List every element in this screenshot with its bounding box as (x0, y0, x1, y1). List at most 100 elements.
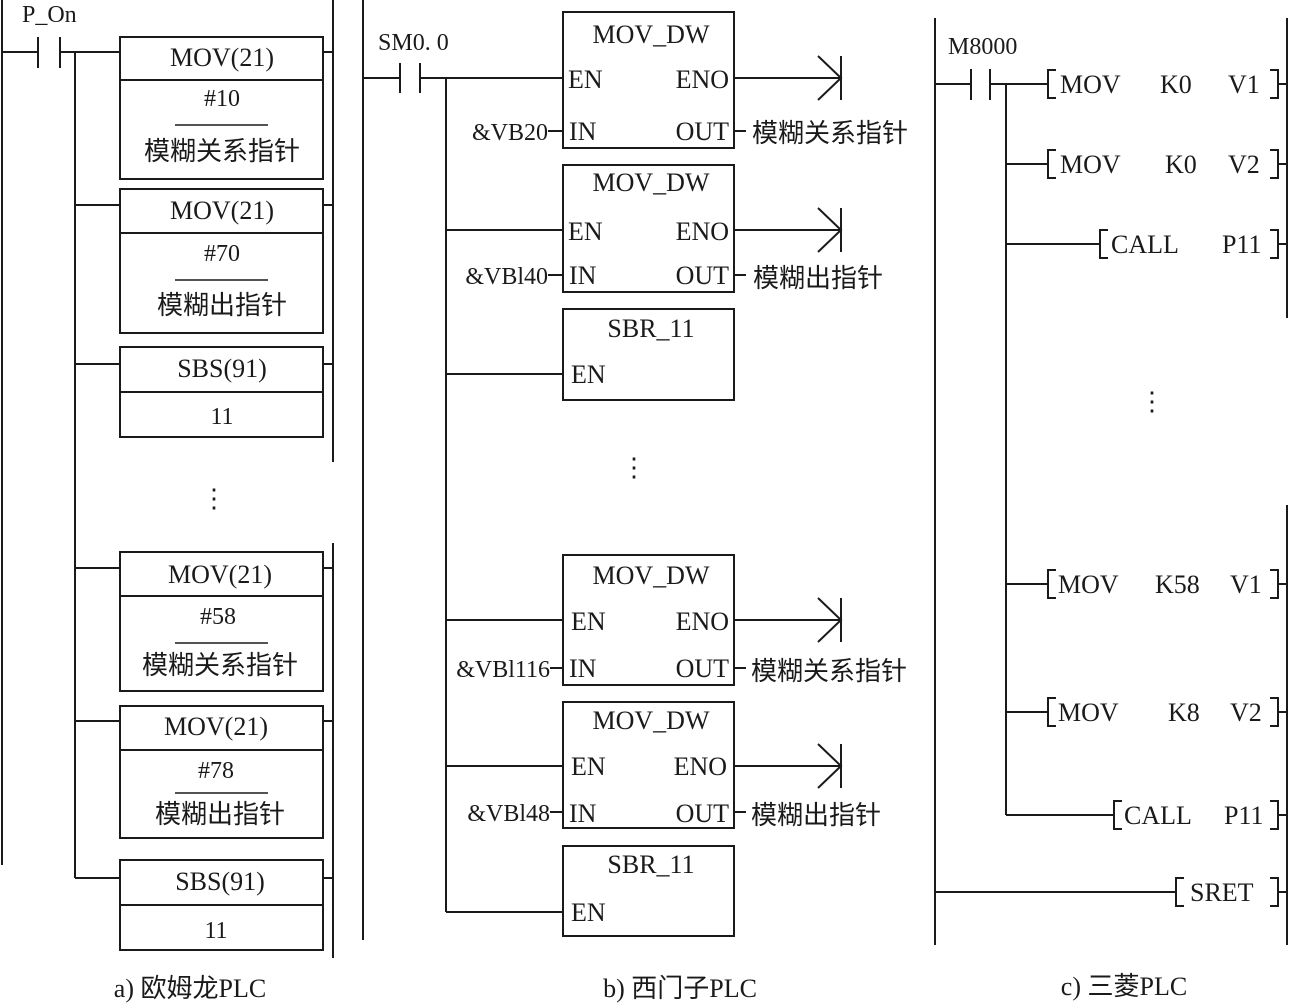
instruction-op: MOV (1058, 570, 1119, 599)
panel-c-ellipsis: ⋮ (1139, 387, 1165, 416)
pin-en: EN (568, 65, 603, 94)
left-bracket (1113, 800, 1122, 830)
pin-eno: ENO (676, 607, 729, 636)
block-instruction: MOV(21) (164, 712, 268, 741)
panel-a-omron: P_On MOV(21) #10 模糊关系指针 MOV(21) #70 模糊出指… (1, 0, 334, 1003)
panel-a-ellipsis: ⋮ (201, 484, 227, 513)
pin-eno: ENO (676, 217, 729, 246)
panel-b-mov-dw-block: MOV_DW EN ENO IN OUT &VBl40 模糊出指针 (446, 164, 883, 293)
left-bracket (1047, 69, 1056, 99)
instruction-dest: V2 (1228, 150, 1260, 179)
instruction-dest: P11 (1224, 801, 1264, 830)
pin-en: EN (571, 360, 606, 389)
in-operand: &VBl40 (465, 264, 548, 290)
block-frame (562, 11, 735, 149)
instruction-op: MOV (1058, 698, 1119, 727)
block-destination: 模糊出指针 (155, 800, 285, 829)
left-bracket (1047, 697, 1056, 727)
panel-c-instruction: MOV K0 V2 (1006, 149, 1287, 179)
pin-en: EN (568, 217, 603, 246)
block-destination: 模糊出指针 (157, 291, 287, 320)
block-operand: #58 (200, 604, 236, 630)
out-operand: 模糊出指针 (753, 264, 883, 293)
pin-in: IN (569, 799, 597, 828)
panel-c-instruction: CALL P11 (1006, 229, 1287, 259)
in-operand: &VB20 (472, 120, 548, 146)
instruction-dest: V1 (1228, 70, 1260, 99)
pin-out: OUT (676, 117, 730, 146)
right-bracket (1270, 69, 1279, 99)
block-destination: 模糊关系指针 (142, 651, 298, 680)
block-frame (562, 308, 735, 401)
panel-b-mov-dw-block: MOV_DW EN ENO IN OUT &VBl48 模糊出指针 (446, 701, 881, 830)
panel-b-siemens: SM0. 0 MOV_DW EN ENO IN OUT &VB20 模糊关系指针… (362, 0, 908, 1003)
pin-out: OUT (676, 654, 730, 683)
panel-a-caption: a) 欧姆龙PLC (114, 974, 266, 1003)
instruction-dest: V1 (1230, 570, 1262, 599)
pin-in: IN (569, 261, 597, 290)
out-operand: 模糊关系指针 (752, 119, 908, 148)
panel-b-caption: b) 西门子PLC (603, 974, 757, 1003)
panel-c-instruction: MOV K58 V1 (1006, 569, 1287, 599)
instruction-op: CALL (1124, 801, 1192, 830)
pin-out: OUT (676, 799, 730, 828)
instruction-dest: P11 (1222, 230, 1262, 259)
out-operand: 模糊关系指针 (751, 657, 907, 686)
block-frame (562, 164, 735, 293)
pin-in: IN (569, 654, 597, 683)
instruction-op: SRET (1190, 878, 1254, 907)
block-frame (119, 188, 324, 334)
block-frame (119, 705, 324, 839)
panel-c-instruction: MOV K8 V2 (1006, 697, 1287, 727)
instruction-op: CALL (1111, 230, 1179, 259)
block-frame (119, 36, 324, 180)
instruction-dest: V2 (1230, 698, 1262, 727)
in-operand: &VBl116 (456, 657, 550, 683)
block-title: SBR_11 (607, 314, 694, 343)
panel-a-block: MOV(21) #10 模糊关系指针 (75, 36, 333, 180)
block-instruction: SBS(91) (177, 354, 267, 383)
right-bracket (1270, 149, 1279, 179)
panel-b-mov-dw-block: MOV_DW EN ENO IN OUT &VB20 模糊关系指针 (472, 11, 908, 149)
pin-eno: ENO (674, 752, 727, 781)
block-operand: #10 (204, 86, 240, 112)
block-frame (562, 845, 735, 937)
panel-b-ellipsis: ⋮ (621, 453, 647, 482)
block-title: SBR_11 (607, 850, 694, 879)
panel-c-mitsubishi: M8000 MOV K0 V1 MOV K0 V2 CALL P11 (934, 18, 1288, 1001)
panel-b-sbr-block: SBR_11 EN (446, 845, 735, 937)
block-instruction: MOV(21) (170, 196, 274, 225)
block-title: MOV_DW (593, 168, 710, 197)
pin-out: OUT (676, 261, 730, 290)
pin-en: EN (571, 898, 606, 927)
right-bracket (1270, 877, 1279, 907)
panel-a-block: SBS(91) 11 (75, 859, 333, 951)
block-destination: 模糊关系指针 (144, 137, 300, 166)
panel-a-block: SBS(91) 11 (75, 346, 333, 438)
block-instruction: MOV(21) (170, 43, 274, 72)
panel-c-instruction: SRET (935, 877, 1287, 907)
right-bracket (1270, 569, 1279, 599)
panel-a-contact-label: P_On (22, 2, 77, 28)
block-operand: 11 (204, 918, 227, 944)
block-operand: 11 (210, 404, 233, 430)
block-instruction: SBS(91) (175, 867, 265, 896)
pin-in: IN (569, 117, 597, 146)
panel-a-block: MOV(21) #58 模糊关系指针 (75, 551, 333, 692)
instruction-arg: K8 (1168, 698, 1200, 727)
block-title: MOV_DW (593, 706, 710, 735)
pin-en: EN (571, 752, 606, 781)
instruction-op: MOV (1060, 70, 1121, 99)
block-frame (119, 551, 324, 692)
panel-c-caption: c) 三菱PLC (1061, 972, 1187, 1001)
panel-b-contact-label: SM0. 0 (378, 30, 449, 56)
instruction-op: MOV (1060, 150, 1121, 179)
in-operand: &VBl48 (467, 801, 550, 827)
right-bracket (1270, 800, 1279, 830)
panel-b-mov-dw-block: MOV_DW EN ENO IN OUT &VBl116 模糊关系指针 (446, 554, 907, 686)
right-bracket (1270, 697, 1279, 727)
panel-c-instruction: CALL P11 (1006, 800, 1287, 830)
block-instruction: MOV(21) (168, 560, 272, 589)
right-bracket (1270, 229, 1279, 259)
